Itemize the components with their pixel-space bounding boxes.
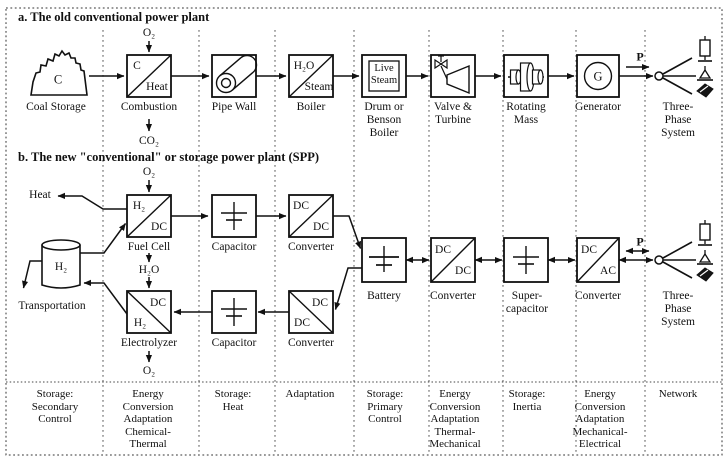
capacitor-top-label: Capacitor bbox=[211, 241, 257, 253]
boiler-box bbox=[288, 54, 334, 98]
rotating-mass-label: Rotating Mass bbox=[506, 101, 546, 126]
fuel-cell-box bbox=[126, 194, 172, 238]
h2-tank-icon bbox=[41, 239, 81, 289]
combustion-bottom-text: Heat bbox=[146, 81, 168, 93]
section-b-flow-arrows bbox=[22, 180, 654, 363]
converter-top-bottom-text: DC bbox=[313, 221, 329, 233]
footer-label-conversion-mechanical-electrical: Energy Conversion Adaptation Mechanical-… bbox=[572, 388, 628, 450]
boiler-top-text: H₂O bbox=[293, 60, 315, 72]
footer-label-storage-heat: Storage: Heat bbox=[214, 388, 252, 413]
converter-top-top-text: DC bbox=[293, 200, 309, 212]
three-phase-a-label: Three-Phase System bbox=[661, 101, 695, 139]
section-b-title: b. The new "conventional" or storage pow… bbox=[18, 150, 320, 164]
converter-bottom-top-text: DC bbox=[312, 297, 328, 309]
battery-label: Battery bbox=[367, 290, 401, 302]
fuel-cell-bottom-text: DC bbox=[151, 221, 167, 233]
electrolyzer-bottom-text: H₂ bbox=[133, 317, 147, 329]
combustion-box bbox=[126, 54, 172, 98]
generator-label: Generator bbox=[575, 101, 621, 113]
converter-bottom-box bbox=[288, 290, 334, 334]
footer-label-conversion-chemical-thermal: Energy Conversion Adaptation Chemical- T… bbox=[122, 388, 174, 450]
co2-out-label: CO₂ bbox=[139, 135, 159, 147]
footer-label-storage-primary: Storage: Primary Control bbox=[366, 388, 404, 425]
capacitor-top-box bbox=[211, 194, 257, 238]
boiler-bottom-text: Steam bbox=[304, 81, 334, 93]
pipe-wall-box bbox=[211, 54, 258, 98]
electrolyzer-top-text: DC bbox=[150, 297, 166, 309]
pipe-wall-label: Pipe Wall bbox=[211, 101, 257, 113]
coal-symbol: C bbox=[53, 72, 63, 87]
footer-label-adaptation: Adaptation bbox=[285, 388, 335, 400]
converter-bottom-bottom-text: DC bbox=[294, 317, 310, 329]
supercapacitor-label: Super- capacitor bbox=[505, 290, 549, 315]
footer-label-storage-inertia: Storage: Inertia bbox=[508, 388, 546, 413]
converter-mid-top-text: DC bbox=[435, 244, 451, 256]
electrolyzer-label: Electrolyzer bbox=[120, 337, 178, 349]
o2-in-b-label: O₂ bbox=[142, 166, 156, 178]
boiler-label: Boiler bbox=[296, 101, 326, 113]
valve-turbine-box bbox=[430, 54, 476, 98]
section-a-title: a. The old conventional power plant bbox=[18, 10, 210, 24]
generator-symbol: G bbox=[593, 69, 603, 84]
section-a-flow-arrows bbox=[89, 41, 654, 132]
capacitor-bottom-label: Capacitor bbox=[211, 337, 257, 349]
converter-ac-box bbox=[576, 237, 620, 283]
h2o-label: H₂O bbox=[138, 264, 160, 276]
fuel-cell-label: Fuel Cell bbox=[127, 241, 171, 253]
generator-box bbox=[576, 54, 620, 98]
converter-mid-label: Converter bbox=[430, 290, 476, 302]
column-dividers bbox=[102, 30, 646, 453]
heat-out-label: Heat bbox=[29, 189, 51, 201]
converter-ac-bottom-text: AC bbox=[600, 265, 616, 277]
footer-label-conversion-thermal-mechanical: Energy Conversion Adaptation Thermal- Me… bbox=[429, 388, 481, 450]
supercapacitor-box bbox=[503, 237, 549, 283]
footer-label-network: Network bbox=[658, 388, 698, 400]
three-phase-b-label: Three-Phase System bbox=[661, 290, 695, 328]
capacitor-bottom-box bbox=[211, 290, 257, 334]
o2-out-label: O₂ bbox=[142, 365, 156, 377]
combustion-top-text: C bbox=[133, 60, 141, 72]
converter-mid-bottom-text: DC bbox=[455, 265, 471, 277]
combustion-label: Combustion bbox=[120, 101, 178, 113]
electrolyzer-box bbox=[126, 290, 172, 334]
converter-ac-label: Converter bbox=[575, 290, 621, 302]
valve-turbine-label: Valve & Turbine bbox=[433, 101, 473, 126]
transportation-label: Transportation bbox=[18, 300, 86, 312]
live-steam-text: Live Steam bbox=[370, 63, 398, 86]
coal-pile-icon bbox=[30, 49, 88, 96]
battery-box bbox=[361, 237, 407, 283]
converter-bottom-label: Converter bbox=[288, 337, 334, 349]
power-flow-b-label: P bbox=[636, 234, 644, 249]
fuel-cell-top-text: H₂ bbox=[132, 200, 146, 212]
drum-boiler-box bbox=[361, 54, 407, 98]
rotating-mass-box bbox=[503, 54, 549, 98]
h2-tank-symbol: H₂ bbox=[54, 261, 68, 273]
footer-label-storage-secondary: Storage: Secondary Control bbox=[31, 388, 79, 425]
drum-boiler-label: Drum or Benson Boiler bbox=[364, 101, 404, 139]
coal-storage-label: Coal Storage bbox=[26, 101, 86, 113]
converter-top-label: Converter bbox=[288, 241, 334, 253]
o2-in-a-label: O₂ bbox=[142, 27, 156, 39]
converter-ac-top-text: DC bbox=[581, 244, 597, 256]
power-flow-a-label: P bbox=[636, 49, 644, 64]
converter-top-box bbox=[288, 194, 334, 238]
